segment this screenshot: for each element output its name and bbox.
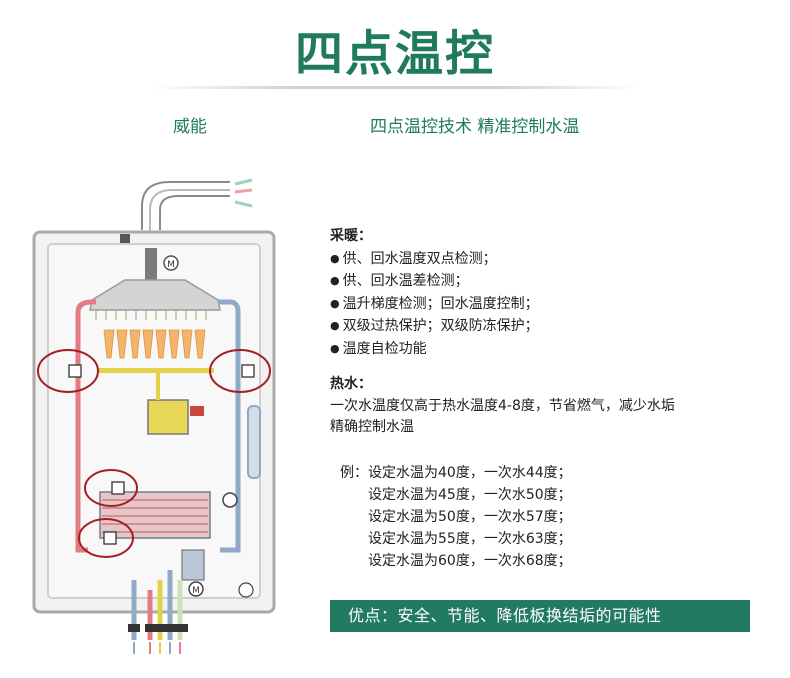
bullet-icon: ●: [330, 251, 340, 265]
flow-pipe: [75, 299, 96, 380]
heating-item-text: 温升梯度检测；回水温度控制；: [342, 295, 539, 312]
hot-water-line: 精确控制水温: [330, 419, 414, 435]
page-title: 四点温控: [294, 26, 495, 82]
bullet-icon: ●: [330, 296, 340, 310]
heating-item-text: 双级过热保护；双级防冻保护；: [342, 318, 539, 334]
fan-shaft: [145, 248, 157, 288]
example-row: 设定水温为55度，一次水63度；: [330, 528, 572, 550]
heating-item: ●温度自检功能: [330, 338, 770, 361]
gas-valve-actuator: [190, 406, 204, 416]
tagline: 四点温控技术 精准控制水温: [370, 117, 580, 137]
hot-water-heading: 热水：: [330, 376, 372, 392]
heating-item: ●供、回水温度双点检测；: [330, 248, 770, 271]
gas-valve: [147, 399, 189, 435]
example-text: 设定水温为45度，一次水50度；: [368, 487, 572, 503]
heating-item-text: 温度自检功能: [342, 340, 427, 357]
fan-motor-label: M: [167, 260, 175, 270]
gas-manifold: [98, 368, 214, 373]
example-text: 设定水温为40度，一次水44度；: [368, 465, 572, 481]
burner-flames: [103, 329, 206, 359]
heating-item: ●双级过热保护；双级防冻保护；: [330, 315, 770, 338]
heating-heading: 采暖：: [330, 228, 372, 244]
flue-pipes: [141, 181, 230, 258]
heating-item: ●供、回水温差检测；: [330, 270, 770, 293]
example-text: 设定水温为50度，一次水57度；: [368, 509, 572, 525]
temperature-sensor-icon: [68, 364, 255, 545]
advantage-banner: 优点：安全、节能、降低板换结垢的可能性: [330, 600, 750, 632]
title-divider: [150, 86, 640, 89]
description-panel: 采暖： ●供、回水温度双点检测； ●供、回水温差检测； ●温升梯度检测；回水温度…: [330, 226, 770, 439]
pump-icon: [222, 492, 238, 508]
heat-exchanger-fins: [95, 311, 207, 320]
outlet-arrows: [133, 642, 181, 654]
diverter-motor-icon: [188, 581, 204, 597]
examples-block: 例：设定水温为40度，一次水44度； 设定水温为45度，一次水50度； 设定水温…: [330, 462, 572, 572]
heating-item-text: 供、回水温差检测；: [342, 273, 469, 289]
heating-item: ●温升梯度检测；回水温度控制；: [330, 293, 770, 316]
bullet-icon: ●: [330, 319, 340, 332]
heating-item-text: 供、回水温度双点检测；: [342, 250, 497, 267]
return-pipe: [218, 299, 241, 553]
diverter-valve: [181, 549, 205, 581]
bullet-icon: ●: [330, 341, 340, 355]
fan-motor-icon: [163, 255, 179, 271]
bottom-connectors: [128, 624, 188, 632]
plate-heat-exchanger: [99, 491, 211, 539]
airflow-arrows: [234, 178, 253, 208]
example-row: 设定水温为60度，一次水68度；: [330, 550, 572, 572]
control-point-markers: [37, 349, 271, 558]
example-row: 设定水温为50度，一次水57度；: [330, 506, 572, 528]
example-row: 设定水温为45度，一次水50度；: [330, 484, 572, 506]
plate-lines: [102, 499, 208, 533]
expansion-vessel: [247, 405, 261, 479]
example-text: 设定水温为55度，一次水63度；: [368, 531, 572, 547]
example-row: 例：设定水温为40度，一次水44度；: [330, 462, 572, 484]
example-text: 设定水温为60度，一次水68度；: [368, 553, 572, 569]
pressure-switch-icon: [120, 234, 130, 243]
examples-label: 例：: [340, 465, 368, 481]
hot-water-line: 一次水温度仅高于热水温度4-8度，节省燃气，减少水垢: [330, 397, 675, 414]
brand-name: 威能: [173, 117, 207, 137]
diverter-motor-label: M: [192, 586, 200, 596]
pressure-gauge-icon: [238, 582, 254, 598]
bullet-icon: ●: [330, 274, 340, 287]
boiler-diagram: M M: [32, 178, 276, 654]
